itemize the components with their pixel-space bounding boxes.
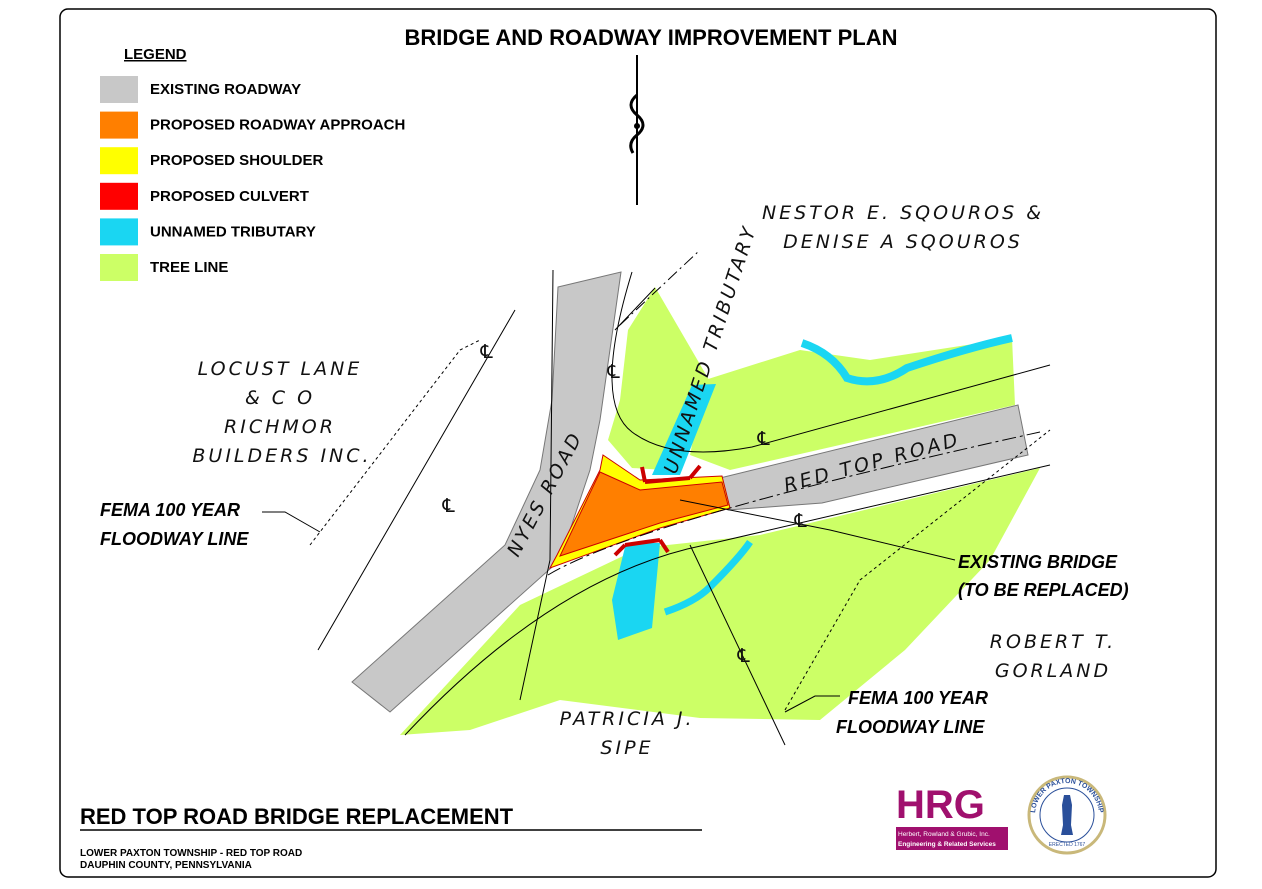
svg-text:ERECTED 1767: ERECTED 1767	[1049, 842, 1086, 848]
owner-label: LOCUST LANE	[198, 358, 363, 380]
legend-swatch	[100, 76, 138, 103]
legend-item-label: UNNAMED TRIBUTARY	[150, 223, 316, 240]
property-lines	[262, 249, 1051, 746]
legend-swatch	[100, 218, 138, 246]
project-title: RED TOP ROAD BRIDGE REPLACEMENT	[80, 804, 514, 829]
owner-label: GORLAND	[995, 660, 1111, 682]
fema-callout: FEMA 100 YEAR	[100, 500, 240, 520]
legend-swatch	[100, 254, 138, 281]
legend-item-label: PROPOSED CULVERT	[150, 188, 309, 205]
svg-text:Herbert, Rowland & Grubic, Inc: Herbert, Rowland & Grubic, Inc.	[898, 831, 990, 838]
fema-callout: FLOODWAY LINE	[100, 529, 249, 549]
owner-label: & C O	[245, 387, 315, 409]
legend: LEGEND EXISTING ROADWAY PROPOSED ROADWAY …	[100, 46, 405, 281]
legend-item-label: EXISTING ROADWAY	[150, 81, 301, 98]
fema-callout: FEMA 100 YEAR	[848, 688, 988, 708]
legend-item-label: TREE LINE	[150, 259, 228, 276]
legend-item-label: PROPOSED SHOULDER	[150, 152, 324, 169]
footer-line: LOWER PAXTON TOWNSHIP - RED TOP ROAD	[80, 848, 302, 859]
svg-text:HRG: HRG	[896, 783, 985, 827]
centerline-symbol: ℄	[478, 341, 498, 363]
hrg-logo: HRG Herbert, Rowland & Grubic, Inc. Engi…	[896, 783, 1008, 850]
owner-label: ROBERT T.	[990, 631, 1116, 653]
legend-swatch	[100, 111, 138, 139]
owner-label: BUILDERS INC.	[192, 445, 371, 467]
centerline-symbol: ℄	[735, 645, 755, 667]
township-seal: LOWER PAXTON TOWNSHIP ERECTED 1767	[1027, 775, 1107, 855]
legend-swatch	[100, 147, 138, 175]
bridge-callout: EXISTING BRIDGE	[958, 552, 1118, 572]
proposed-roadway-approach	[559, 471, 729, 557]
owner-label: SIPE	[600, 737, 653, 759]
fema-callout: FLOODWAY LINE	[836, 717, 985, 737]
tree-line-area	[400, 468, 1040, 735]
centerline-symbol: ℄	[440, 495, 460, 517]
north-arrow-icon	[629, 55, 645, 205]
tributary	[612, 543, 660, 640]
tributary	[800, 334, 1013, 386]
centerline-symbol: ℄	[605, 361, 625, 383]
footer-line: DAUPHIN COUNTY, PENNSYLVANIA	[80, 860, 252, 871]
proposed-culvert	[613, 464, 702, 557]
owner-label: NESTOR E. SQOUROS &	[762, 202, 1044, 224]
nyes-road-existing	[351, 271, 622, 713]
owner-label: DENISE A SQOUROS	[783, 231, 1023, 253]
site-map: ℄ ℄ ℄ ℄ ℄ ℄ NESTOR E. SQOUROS & DENISE A…	[100, 202, 1129, 759]
svg-text:Engineering & Related Services: Engineering & Related Services	[898, 841, 996, 848]
legend-item-label: PROPOSED ROADWAY APPROACH	[150, 117, 405, 134]
owner-label: RICHMOR	[224, 416, 336, 438]
centerline-symbol: ℄	[792, 510, 812, 532]
tributary	[652, 384, 716, 475]
legend-heading: LEGEND	[124, 46, 187, 63]
legend-swatch	[100, 182, 138, 210]
tree-line-area	[690, 338, 1015, 470]
bridge-callout: (TO BE REPLACED)	[958, 580, 1129, 600]
owner-label: PATRICIA J.	[559, 708, 694, 730]
centerline-symbol: ℄	[755, 428, 775, 450]
page-title: BRIDGE AND ROADWAY IMPROVEMENT PLAN	[404, 25, 897, 50]
